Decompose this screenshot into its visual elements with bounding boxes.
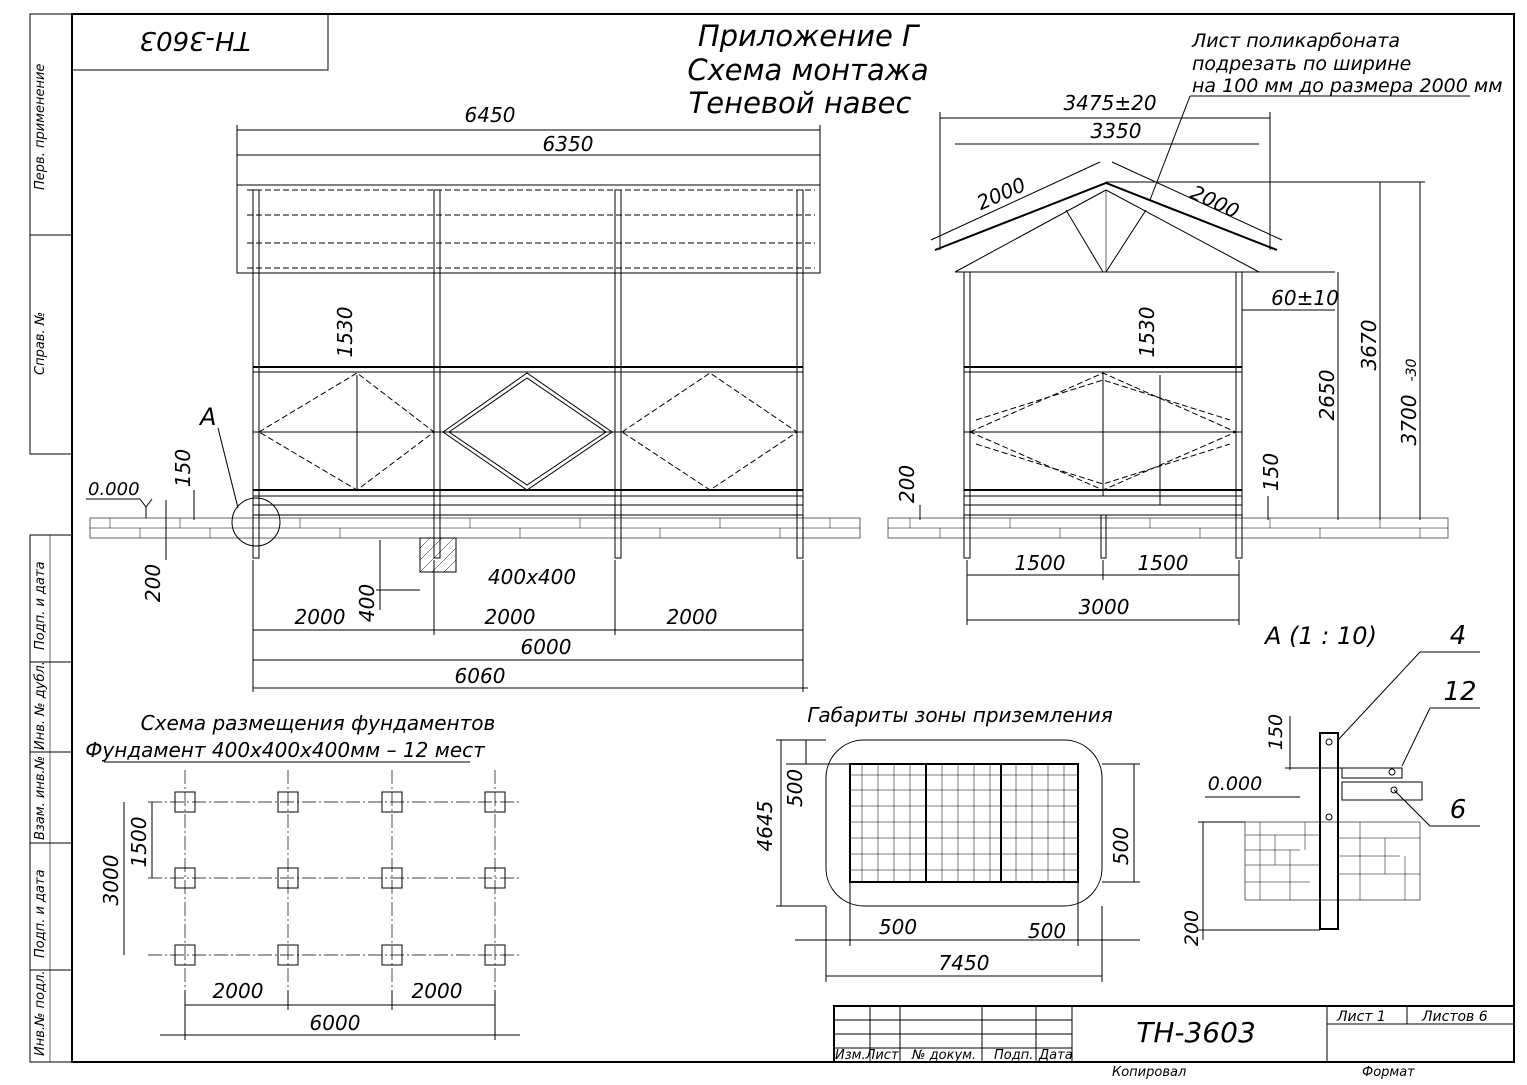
side-dim-60: 60±10: [1271, 286, 1339, 310]
col-izm-list: Изм.Лист: [835, 1048, 899, 1063]
front-dim-6000: 6000: [521, 635, 572, 659]
front-bay-3: 2000: [667, 605, 718, 629]
side-roof-right: 2000: [1187, 180, 1243, 223]
label-inv-podl: Инв.№ подл.: [33, 970, 48, 1056]
callout-a: А: [198, 403, 216, 431]
side-dim-3700-tol: -30: [1404, 358, 1420, 381]
detail-dim-150: 150: [1265, 714, 1287, 750]
foundation-pads: [174, 791, 506, 966]
side-strip-labels: Перв. применение Справ. № Подп. и дата И…: [33, 64, 48, 1056]
front-found-size: 400x400: [488, 565, 576, 589]
front-dim-6450: 6450: [465, 103, 516, 127]
label-sprav-no: Справ. №: [33, 312, 48, 375]
landing-dim-4645: 4645: [753, 801, 777, 852]
found-dim-1500: 1500: [127, 817, 151, 868]
label-perv-primenenie: Перв. применение: [33, 64, 48, 190]
front-bay-1: 2000: [295, 605, 346, 629]
landing-dim-500-top: 500: [783, 769, 807, 807]
side-view: 3475±20 3350 2000 2000 60±10 1530 2650 3…: [887, 30, 1503, 625]
front-level-0000: 0.000: [88, 479, 140, 500]
landing-zone: Габариты зоны приземления: [753, 703, 1140, 982]
title-line-2: Схема монтажа: [687, 53, 928, 87]
col-podp: Подп.: [994, 1048, 1033, 1063]
front-dim-400: 400: [355, 584, 379, 622]
sheet-code-box: ТН-3603: [71, 13, 329, 71]
note-line-3: на 100 мм до размера 2000 мм: [1192, 75, 1503, 97]
format: Формат: [1362, 1065, 1415, 1080]
detail-a: А (1 : 10): [1181, 621, 1480, 946]
front-dimensions: [165, 125, 821, 692]
foundation-title-1: Схема размещения фундаментов: [141, 711, 496, 735]
side-dim-200: 200: [895, 465, 919, 503]
front-view: А 0.000 6450 6350 1530 150 200: [86, 103, 861, 692]
label-podp-data-1: Подп. и дата: [33, 561, 48, 650]
list-total: Листов 6: [1421, 1009, 1488, 1025]
found-dim-2000-left: 2000: [213, 979, 264, 1003]
landing-dim-7450: 7450: [939, 951, 990, 975]
side-half-left: 1500: [1015, 551, 1066, 575]
detail-a-title: А (1 : 10): [1263, 622, 1377, 650]
label-podp-data-2: Подп. и дата: [33, 869, 48, 958]
side-roof-left: 2000: [973, 172, 1029, 215]
list-number: Лист 1: [1336, 1009, 1386, 1025]
front-dim-6060: 6060: [455, 664, 506, 688]
side-dim-3350: 3350: [1091, 119, 1142, 143]
front-bay-2: 2000: [485, 605, 536, 629]
note-line-2: подрезать по ширине: [1192, 53, 1411, 75]
title-line-3: Теневой навес: [689, 86, 912, 120]
foundation-plan: Схема размещения фундаментов Фундамент 4…: [85, 711, 520, 1040]
label-inv-dubl: Инв. № дубл.: [33, 661, 48, 750]
found-dim-2000-right: 2000: [412, 979, 463, 1003]
detail-pos-12: 12: [1443, 677, 1476, 707]
detail-level-0000: 0.000: [1208, 773, 1262, 795]
drawing-title: Приложение Г Схема монтажа Теневой навес: [687, 19, 928, 120]
kopiroval: Копировал: [1112, 1065, 1186, 1080]
found-dim-3000: 3000: [99, 855, 123, 906]
side-dim-3700: 3700: [1397, 395, 1421, 446]
front-dim-200: 200: [141, 564, 165, 602]
side-dim-1530: 1530: [1135, 307, 1159, 358]
detail-pos-6: 6: [1450, 795, 1467, 825]
side-dim-3000: 3000: [1079, 595, 1130, 619]
front-dim-1530: 1530: [333, 307, 357, 358]
front-posts: [252, 189, 804, 559]
detail-pos-4: 4: [1450, 621, 1467, 651]
landing-dim-500-right: 500: [1109, 827, 1133, 865]
sheet-frame: [29, 13, 1515, 1063]
side-dim-150: 150: [1259, 453, 1283, 491]
landing-title: Габариты зоны приземления: [807, 703, 1113, 727]
landing-dim-500-br: 500: [1028, 919, 1066, 943]
title-line-1: Приложение Г: [698, 19, 921, 53]
landing-dim-500-bl: 500: [879, 915, 917, 939]
front-dim-6350: 6350: [543, 132, 594, 156]
note-line-1: Лист поликарбоната: [1191, 30, 1400, 52]
front-dim-150: 150: [171, 449, 195, 487]
foundation-title-2: Фундамент 400х400х400мм – 12 мест: [85, 738, 486, 762]
col-data: Дата: [1038, 1048, 1073, 1063]
label-vzam-inv: Взам. инв.№: [33, 756, 48, 840]
side-dim-3670: 3670: [1357, 320, 1381, 371]
col-no-dokum: № докум.: [911, 1048, 976, 1063]
title-block: ТН-3603 Изм.Лист № докум. Подп. Дата Лис…: [833, 1005, 1515, 1080]
found-dim-6000: 6000: [310, 1011, 361, 1035]
detail-dim-200: 200: [1181, 910, 1203, 946]
side-half-right: 1500: [1138, 551, 1189, 575]
side-dim-3475: 3475±20: [1063, 91, 1156, 115]
side-dim-2650: 2650: [1315, 370, 1339, 421]
sheet-code-inverted: ТН-3603: [140, 25, 251, 55]
title-block-code: ТН-3603: [1136, 1016, 1256, 1049]
